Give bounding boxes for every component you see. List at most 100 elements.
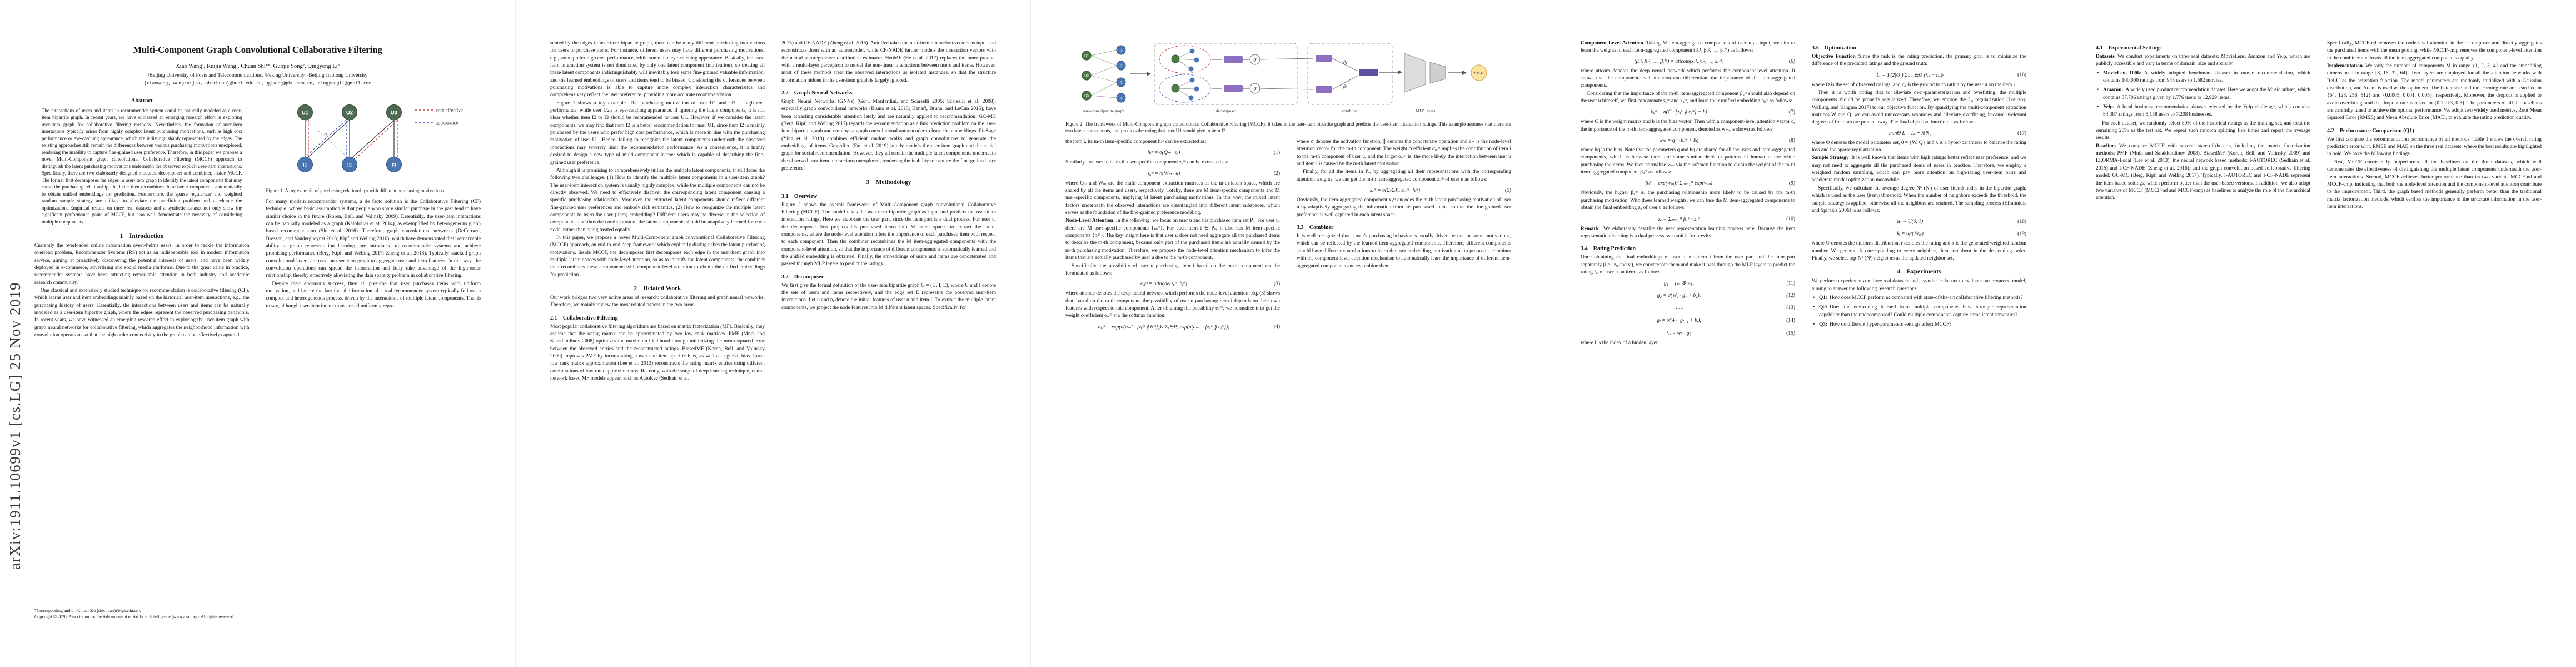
equation-formula: bᵤᵐ = σ(C · [zᵤᵐ ∥ xᵤᵐ] + b) — [1651, 109, 1707, 116]
fig2-beta2-label: β₂ — [1343, 84, 1347, 89]
equation-17: minΘ L = Lᵣ + λ‖θ‖₀(17) — [1812, 131, 2026, 136]
abstract-heading: Abstract — [131, 98, 153, 104]
equation-number: (8) — [1788, 137, 1795, 143]
fig1-legend: cost-effective appearance — [415, 108, 462, 126]
paragraph: Specifically, the possibility of user u … — [1065, 263, 1280, 276]
paragraph: the item i, its m-th item-specific compo… — [1065, 139, 1207, 145]
page3-left-column: the item i, its m-th item-specific compo… — [1065, 138, 1280, 334]
fig1-item-node-label: I1 — [303, 162, 308, 168]
paragraph-with-runin: Remark:We elaborately describe the user … — [1581, 226, 1795, 241]
bullet-text: How does MCCF perform as compared with s… — [1830, 295, 2023, 301]
fig1-item-nodes: I1 I2 I3 — [297, 157, 402, 172]
equation-number: (18) — [2017, 218, 2026, 225]
paragraph: Then it is worth noting that to alleviat… — [1812, 90, 2026, 126]
page3-right-column: where σ denotes the activation function,… — [1297, 138, 1511, 334]
fig2-arrow — [1259, 88, 1314, 90]
equation-9: βᵤᵐ = exp(wₘ) ⁄ Σₘ₌₁ᴹ exp(wₘ)(9) — [1581, 180, 1795, 187]
fig1-user-node-label: U2 — [346, 110, 352, 116]
runin-heading-implementation: Implementation — [2327, 63, 2363, 69]
paragraph: We perform experiments on three real dat… — [1812, 278, 2026, 292]
equation-formula: zᵤ = Σₘ₌₁ᴹ βᵤᵐ · xᵤᵐ — [1658, 216, 1700, 222]
dataset-amazon: Amazon:A widely used product recommendat… — [2096, 87, 2310, 102]
paragraph: where attnode denotes the deep neural ne… — [1065, 291, 1280, 319]
paragraph: Obviously, the item-aggregated component… — [1297, 197, 1511, 218]
bullet-label: Yelp: — [2103, 104, 2115, 111]
fig2-arrowhead — [1462, 71, 1467, 75]
research-question-3: Q3:How do different hyper-parameters set… — [1812, 321, 2026, 329]
fig1-cost-effective-edges — [307, 120, 398, 160]
fig2-arrowhead — [1147, 72, 1151, 76]
paragraph: where bq is the bias. Note that the para… — [1581, 147, 1795, 176]
equation-3: eᵤᵢᵐ = attnode(zᵤᵐ, hᵢᵐ)(3) — [1065, 281, 1280, 287]
equation-formula: r̂ᵤᵢ = wᵀ · gₗ, — [1666, 331, 1692, 337]
paragraph: where O is the set of observed ratings, … — [1812, 82, 2016, 88]
page2-right-column: 2015) and CF-NADE (Zheng et al. 2016). A… — [781, 40, 996, 383]
fig2-label-bipartite-graph: user-item bipartite graph — [1083, 108, 1124, 113]
fig2-component2-embedding-bar — [1224, 85, 1243, 92]
bullet-text: A local business recommendation dataset … — [2103, 104, 2310, 118]
subsection-heading-combiner: 3.3 Combiner — [1297, 225, 1334, 231]
equation-16: Lᵣ = 1⁄(2|O|) Σ₍ᵤ,ᵢ₎∈O (r̂ᵤᵢ − rᵤᵢ)²(16) — [1812, 72, 2026, 78]
bullet-label: Q2: — [1819, 305, 1828, 311]
runin-heading-datasets: Datasets — [2096, 54, 2115, 59]
fig1-item-node-label: I2 — [347, 162, 352, 168]
paragraph: Our work bridges two very active areas o… — [550, 295, 765, 308]
equation-formula: hᵢᵐ = σ(Qₘ · pᵢ) — [1147, 150, 1180, 156]
paragraph: First, MCCF consistently outperforms all… — [2327, 159, 2542, 210]
fig2-arrow — [1259, 58, 1314, 60]
figure-1-graphic: ? U1 U2 U3 — [297, 104, 462, 172]
fig2-user-nodes: U1 U2 U3 — [1082, 51, 1092, 101]
abstract-text: The interactions of users and items in r… — [42, 108, 242, 225]
paragraph: where U denotes the uniform distribution… — [1812, 241, 2026, 261]
paragraph: Figure 2 shows the overall framework of … — [781, 202, 996, 267]
equation-formula: eᵤᵢᵐ = attnode(zᵤᵐ, hᵢᵐ) — [1140, 281, 1187, 287]
fig2-component2-item-node — [1194, 86, 1199, 92]
equation-number: (19) — [2017, 231, 2026, 237]
paragraph: 2015) and CF-NADE (Zheng et al. 2016). A… — [781, 41, 996, 83]
fig2-arrowhead — [1398, 70, 1402, 74]
equation-formula: gₗ = σ(Wₗ · gₗ₋₁ + bₗ), — [1657, 318, 1701, 324]
paragraph: Similarly, for user u, its m-th user-spe… — [1065, 160, 1228, 166]
fig1-question-mark: ? — [324, 133, 327, 139]
fig2-mlp-layer-1 — [1404, 53, 1426, 93]
fig2-decomposer-box — [1154, 43, 1298, 105]
paragraph: sented by the edges in user-item biparti… — [550, 41, 765, 98]
paragraph: where C is the weight matrix and b is th… — [1581, 119, 1795, 132]
page-2: sented by the edges in user-item biparti… — [515, 0, 1030, 667]
arxiv-stamp: arXiv:1911.10699v1 [cs.LG] 25 Nov 2019 — [7, 282, 23, 570]
page2-left-column: sented by the edges in user-item biparti… — [550, 40, 765, 383]
footnote-corresponding-author: *Corresponding author: Chuan Shi (shichu… — [34, 608, 141, 614]
figure-1: ? U1 U2 U3 — [266, 97, 481, 185]
fig2-user-node-label: U3 — [1084, 95, 1089, 98]
subsection-heading-collaborative-filtering: 2.1 Collaborative Filtering — [550, 315, 618, 321]
equation-number: (5) — [1504, 187, 1511, 193]
equation-formula: βᵤᵐ = exp(wₘ) ⁄ Σₘ₌₁ᴹ exp(wₘ) — [1645, 181, 1713, 187]
subsection-heading-decomposer: 3.2 Decomposer — [781, 273, 824, 280]
equation-formula: zᵤᵐ = σ(Wₘ · u) — [1147, 171, 1180, 177]
equation-4: αᵤᵢᵐ = exp(σ(aₘᵀ · [zᵤᵐ ∥ hᵢᵐ])) ⁄ Σⱼ∈Pᵤ… — [1065, 324, 1280, 330]
equation-formula: αᵤᵢᵐ = exp(σ(aₘᵀ · [zᵤᵐ ∥ hᵢᵐ])) ⁄ Σⱼ∈Pᵤ… — [1098, 324, 1230, 330]
fig2-item-nodes: I1 I2 I3 I4 — [1116, 45, 1126, 103]
footnote-copyright: Copyright © 2020, Association for the Ad… — [34, 614, 235, 620]
figure-2: U1 U2 U3 I1 I2 I3 I4 user-item bipartite… — [1065, 40, 1511, 118]
paragraph: Currently the overloaded online informat… — [34, 242, 250, 286]
subsection-heading-overview: 3.1 Overview — [781, 193, 818, 200]
bullet-text: A widely used product recommendation dat… — [2103, 87, 2310, 101]
fig1-user-node-label: U3 — [390, 110, 397, 116]
fig2-component1-ellipse — [1159, 45, 1211, 74]
equation-formula: uᵢ ∼ U(0, 1) — [1897, 219, 1924, 225]
equation-formula: (βᵤ¹, βᵤ², …, βᵤᴹ) = attcom(xᵤ¹, xᵤ², …,… — [1634, 58, 1724, 64]
equation-18: uᵢ ∼ U(0, 1) (18) — [1812, 218, 2026, 225]
equation-6: (βᵤ¹, βᵤ², …, βᵤᴹ) = attcom(xᵤ¹, xᵤ², …,… — [1581, 59, 1795, 64]
paragraph: where Θ denotes the model parameter set,… — [1812, 140, 2026, 153]
footnote: *Corresponding author: Chuan Shi (shichu… — [34, 606, 250, 620]
equation-10: zᵤ = Σₘ₌₁ᴹ βᵤᵐ · xᵤᵐ(10) — [1581, 216, 1795, 222]
runin-heading-objective-function: Objective Function — [1812, 54, 1856, 59]
bullet-text: A widely adopted benchmark dataset in mo… — [2103, 70, 2310, 84]
fig2-output-label: r̂U1,I2 — [1473, 71, 1484, 75]
fig2-sigma-symbol: σ — [1253, 86, 1257, 92]
paragraph-text: Taking M item-aggregated components of u… — [1581, 41, 1795, 54]
paragraph: Although it is promising to comprehensiv… — [550, 167, 765, 233]
